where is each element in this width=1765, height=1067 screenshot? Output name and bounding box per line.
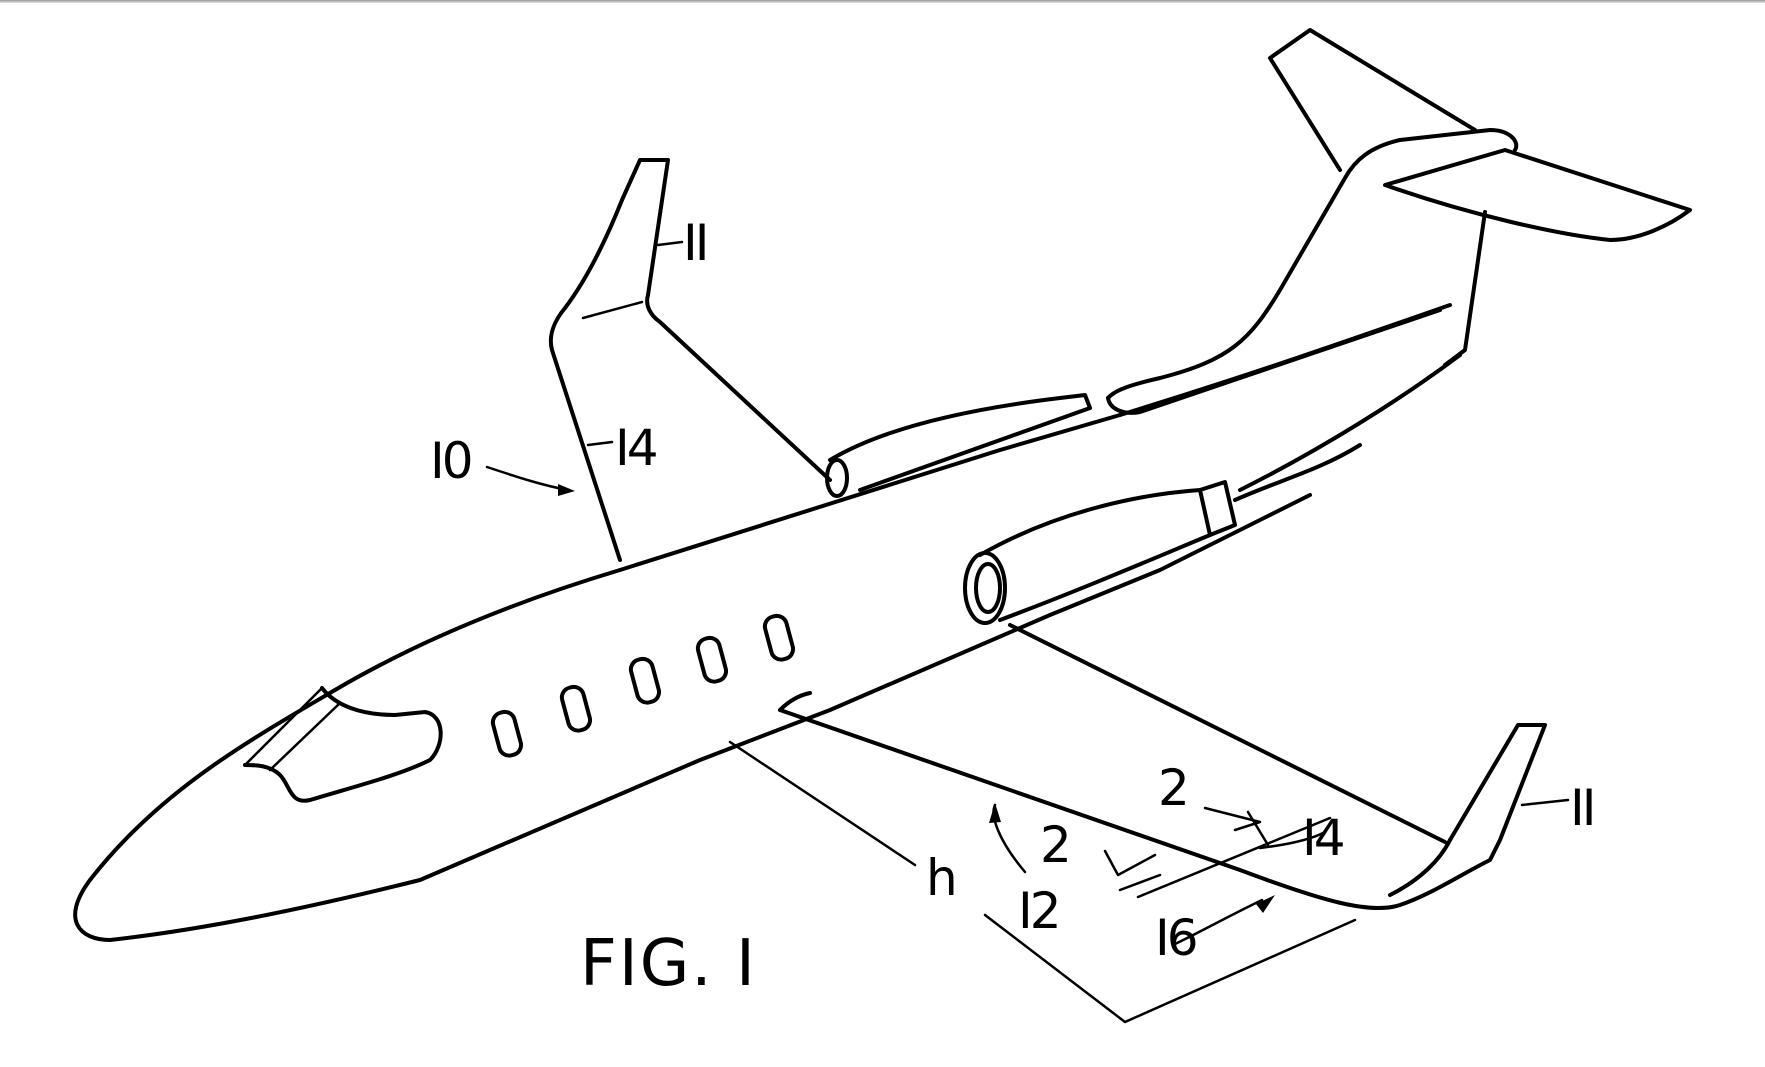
- leader-14-left: [586, 440, 614, 447]
- wing-right-fairing: [778, 691, 812, 712]
- leader-11-left: [656, 240, 684, 247]
- windshield-frame-inner: [268, 701, 342, 772]
- label-span-region: I6: [1155, 909, 1196, 967]
- angle-arrowhead: [989, 803, 1001, 823]
- h-dimension-line: [728, 740, 917, 867]
- engine-lower: [963, 443, 1362, 625]
- engine-lower-nacelle: [978, 480, 1237, 622]
- windshield-frame-outer: [243, 686, 324, 767]
- arrowhead-16: [1256, 895, 1275, 913]
- leader-10: [485, 465, 570, 492]
- label-aircraft: I0: [430, 432, 471, 490]
- leader-14-right: [1258, 830, 1327, 850]
- cabin-window-4: [695, 635, 729, 684]
- engine-upper-intake: [825, 458, 849, 498]
- engine-lower-exhaust-ring: [1198, 488, 1212, 537]
- tail-fillet: [1106, 308, 1442, 415]
- engine-lower-intake-outer: [963, 551, 1007, 625]
- section-tick-lower: [1118, 873, 1162, 892]
- vertical-stabilizer-top: [1268, 28, 1477, 172]
- tail: [1106, 28, 1692, 415]
- engine-upper-nacelle: [828, 393, 1092, 492]
- fuselage-nose-bottom: [73, 613, 1052, 942]
- section-line: [1136, 816, 1332, 899]
- label-wing-left: I4: [615, 419, 656, 477]
- label-winglet-right: II: [1570, 779, 1594, 837]
- label-section-upper: 2: [1158, 759, 1187, 817]
- wing-right-trailing-edge: [1008, 623, 1447, 844]
- viewer-top-border: [0, 0, 1765, 3]
- label-height: h: [926, 849, 955, 907]
- arrowhead-10: [558, 484, 575, 496]
- wing-right: [778, 623, 1547, 911]
- dimension-lines: [485, 240, 1570, 1024]
- cabin-window-1: [490, 709, 524, 758]
- section-marker-lower: [1103, 849, 1157, 877]
- leader-16: [1173, 898, 1264, 946]
- span-dimension-line: [983, 913, 1357, 1024]
- label-wing-right: I4: [1302, 809, 1343, 867]
- winglet-left-crease: [581, 300, 644, 320]
- label-section-lower: 2: [1040, 816, 1069, 874]
- section-tick-upper: [1246, 810, 1270, 847]
- leader-11-right: [1520, 798, 1570, 807]
- engine-lower-pylon: [1233, 443, 1362, 502]
- wing-left-outline: [548, 158, 832, 562]
- section-marker-upper: [1203, 806, 1262, 832]
- engine-lower-intake-inner: [974, 562, 1002, 614]
- cabin-window-5: [762, 613, 796, 662]
- fuselage-aft-bottom: [1048, 493, 1312, 617]
- wing-right-outline: [778, 708, 1547, 911]
- cockpit-side-window: [243, 686, 443, 803]
- cabin-window-3: [628, 656, 662, 705]
- horizontal-stabilizer: [1383, 148, 1692, 242]
- tailcone-lower: [1238, 353, 1462, 492]
- winglet-right-root: [1388, 838, 1452, 897]
- cockpit-windshield: [243, 686, 443, 803]
- cabin-window-2: [559, 684, 593, 733]
- vertical-stabilizer-rear: [1443, 210, 1487, 367]
- engine-upper: [825, 393, 1092, 498]
- vertical-stabilizer-front: [1106, 128, 1519, 400]
- wing-left: [548, 158, 832, 562]
- label-angle: I2: [1018, 882, 1059, 940]
- figure-title: FIG. I: [580, 927, 757, 1001]
- cabin-windows: [490, 613, 796, 758]
- label-winglet-left: II: [683, 214, 707, 272]
- fuselage-top-line: [333, 413, 1122, 692]
